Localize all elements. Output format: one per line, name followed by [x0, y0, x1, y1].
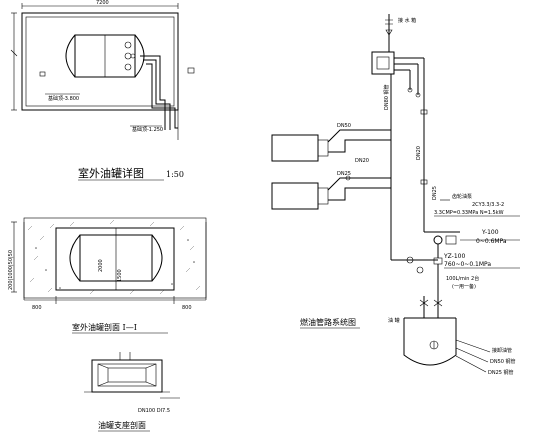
system-pipe-label-6: DN25	[337, 171, 351, 177]
system-title: 燃油管路系统图	[300, 317, 356, 327]
section-title: 室外油罐剖面 Ⅰ—Ⅰ	[72, 322, 137, 332]
flow-note: 100L/min 2台	[446, 275, 479, 282]
gauge-1-range: 0~0.6MPa	[476, 238, 507, 245]
system-pipe-label-5: DN20	[355, 158, 369, 164]
gauge-1-model: Y-100	[481, 229, 499, 236]
section-dim-right: 800	[182, 305, 192, 311]
support-title: 油罐支座剖面	[98, 420, 146, 430]
support-note: DN100 DI7.5	[138, 408, 170, 414]
legend-1: 接卸油管	[492, 347, 512, 354]
plan-elev-top: 基础顶-3.800	[48, 95, 79, 102]
gauge-2-model: YZ-100	[443, 253, 465, 260]
pump-note-1: 齿轮油泵	[452, 193, 472, 200]
legend-3: DN25 钢管	[488, 369, 514, 376]
section-dims-vertical: 200|1000|50|50	[8, 250, 14, 290]
plan-title: 室外油罐详图	[78, 166, 144, 180]
system-pipe-label-4: DN50	[337, 123, 351, 129]
plan-scale: 1:50	[166, 170, 184, 179]
system-pipe-label-3: DN25	[432, 186, 438, 200]
pump-note-3: 3.3CMP=0.33MPa N=1.5kW	[434, 210, 504, 216]
tank-label: 油 罐	[388, 317, 400, 324]
system-top-label: 接 水 箱	[398, 17, 416, 24]
gauge-2-range: 760~0~0.1MPa	[444, 261, 491, 268]
section-dim-left: 800	[32, 305, 42, 311]
pump-note-2: 2CY3.3/3.3-2	[472, 202, 504, 208]
section-label-2000: 2000	[98, 259, 104, 272]
system-pipe-label-1: DN80 钢管	[383, 84, 390, 110]
pipe-system: 接 水 箱 DN80 钢管 DN20 DN25 DN50 DN20 DN25	[271, 14, 520, 376]
plan-dim-top: 7200	[96, 0, 109, 6]
legend-2: DN50 钢管	[490, 358, 516, 365]
system-pipe-label-2: DN20	[416, 146, 422, 160]
tank-plan: 7200 基础顶-3.800 基础顶-1.250	[10, 0, 195, 140]
support-detail: DN100 DI7.5	[84, 352, 180, 414]
section-label-1500: 1500	[117, 269, 123, 282]
flow-note-2: (一用一备)	[452, 283, 476, 290]
tank-section: 200|1000|50|50 2000 1500 800 800	[8, 217, 207, 311]
plan-elev-bottom: 基础顶-1.250	[132, 126, 163, 133]
